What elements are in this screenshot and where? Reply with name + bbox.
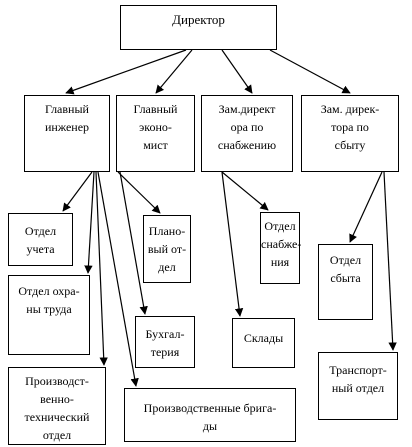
accounting-dept-label: Отдел учета: [24, 224, 57, 256]
production-brigades-label: Производственные брига- ды: [143, 401, 277, 433]
chief-economist-box: Главный эконо- мист: [116, 95, 195, 172]
deputy-sales-box: Зам. дирек- тора по сбыту: [301, 95, 399, 172]
chief-engineer-label: Главный инженер: [44, 102, 90, 134]
edge-engineer-labor-dept: [84, 171, 95, 274]
transport-dept-label: Транспорт- ный отдел: [329, 363, 387, 395]
production-tech-dept-box: Производст- венно- технический отдел: [8, 367, 106, 445]
edge-director-deputy-sales: [269, 49, 351, 94]
supply-dept-box: Отдел снабже- ния: [260, 212, 302, 284]
sales-dept-box: Отдел сбыта: [318, 244, 373, 320]
accounting-dept-box: Отдел учета: [8, 213, 73, 266]
sales-dept-label: Отдел сбыта: [329, 253, 362, 285]
edge-sales-transport: [383, 171, 397, 351]
edge-supply-supply-dept: [221, 171, 269, 211]
deputy-supply-label: Зам.директ ора по снабжению: [217, 102, 277, 152]
edge-sales-sales-dept: [349, 171, 383, 243]
edge-director-deputy-supply: [221, 49, 253, 94]
accounting-box: Бухгал- терия: [135, 316, 195, 368]
production-brigades-box: Производственные брига- ды: [124, 388, 296, 442]
transport-dept-box: Транспорт- ный отдел: [318, 352, 398, 420]
edge-engineer-brigades: [97, 171, 139, 387]
edge-director-chief-engineer: [65, 49, 187, 95]
chief-engineer-box: Главный инженер: [24, 95, 110, 172]
director-label: Директор: [172, 12, 225, 27]
planning-dept-box: Плано- вый от- дел: [143, 215, 191, 283]
director-box: Директор: [120, 5, 277, 50]
edge-economist-accounting: [119, 171, 148, 315]
planning-dept-label: Плано- вый от- дел: [147, 224, 187, 274]
supply-dept-label: Отдел снабже- ния: [261, 219, 302, 269]
labor-safety-dept-box: Отдел охра- ны труда: [8, 275, 90, 355]
production-tech-dept-label: Производст- венно- технический отдел: [24, 374, 90, 442]
labor-safety-dept-label: Отдел охра- ны труда: [18, 284, 80, 316]
warehouses-label: Склады: [243, 331, 284, 345]
edge-engineer-production-dept: [95, 171, 108, 366]
edge-engineer-accounting-dept: [62, 171, 93, 212]
accounting-label: Бухгал- терия: [145, 327, 185, 359]
chief-economist-label: Главный эконо- мист: [133, 102, 178, 152]
warehouses-box: Склады: [232, 318, 295, 368]
deputy-sales-label: Зам. дирек- тора по сбыту: [320, 102, 380, 152]
edge-supply-warehouses: [221, 171, 244, 317]
deputy-supply-box: Зам.директ ора по снабжению: [201, 95, 293, 172]
edge-economist-planning: [117, 171, 161, 214]
edge-director-chief-economist: [155, 49, 193, 94]
